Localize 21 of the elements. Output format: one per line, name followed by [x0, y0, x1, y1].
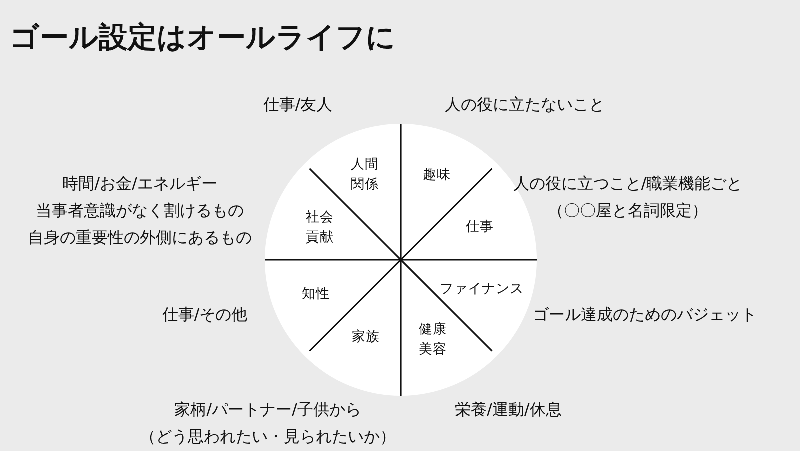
sector-label: 仕事: [466, 218, 494, 238]
annotation: （どう思われたい・見られたいか）: [140, 426, 396, 448]
annotation: ゴール達成のためのバジェット: [533, 304, 757, 326]
annotation: 家柄/パートナー/子供から: [174, 399, 362, 421]
sector-label: 趣味: [423, 166, 451, 186]
sector-label: 家族: [352, 328, 380, 348]
sector-label: 人間関係: [350, 155, 380, 195]
sector-label: ファイナンス: [440, 280, 524, 300]
annotation: （〇〇屋と名詞限定）: [548, 200, 708, 222]
sector-label: 健康美容: [418, 320, 448, 360]
annotation: 当事者意識がなく割けるもの: [36, 200, 244, 222]
annotation: 仕事/友人: [263, 94, 333, 116]
annotation: 人の役に立たないこと: [445, 94, 605, 116]
annotation: 時間/お金/エネルギー: [62, 173, 218, 195]
title: ゴール設定はオールライフに: [10, 19, 396, 56]
annotation: 自身の重要性の外側にあるもの: [28, 227, 252, 249]
annotation: 栄養/運動/休息: [455, 399, 562, 421]
annotation: 人の役に立つこと/職業機能ごと: [513, 173, 743, 195]
annotation: 仕事/その他: [162, 304, 248, 326]
sector-label: 社会貢献: [306, 208, 334, 248]
sector-label: 知性: [302, 285, 330, 305]
